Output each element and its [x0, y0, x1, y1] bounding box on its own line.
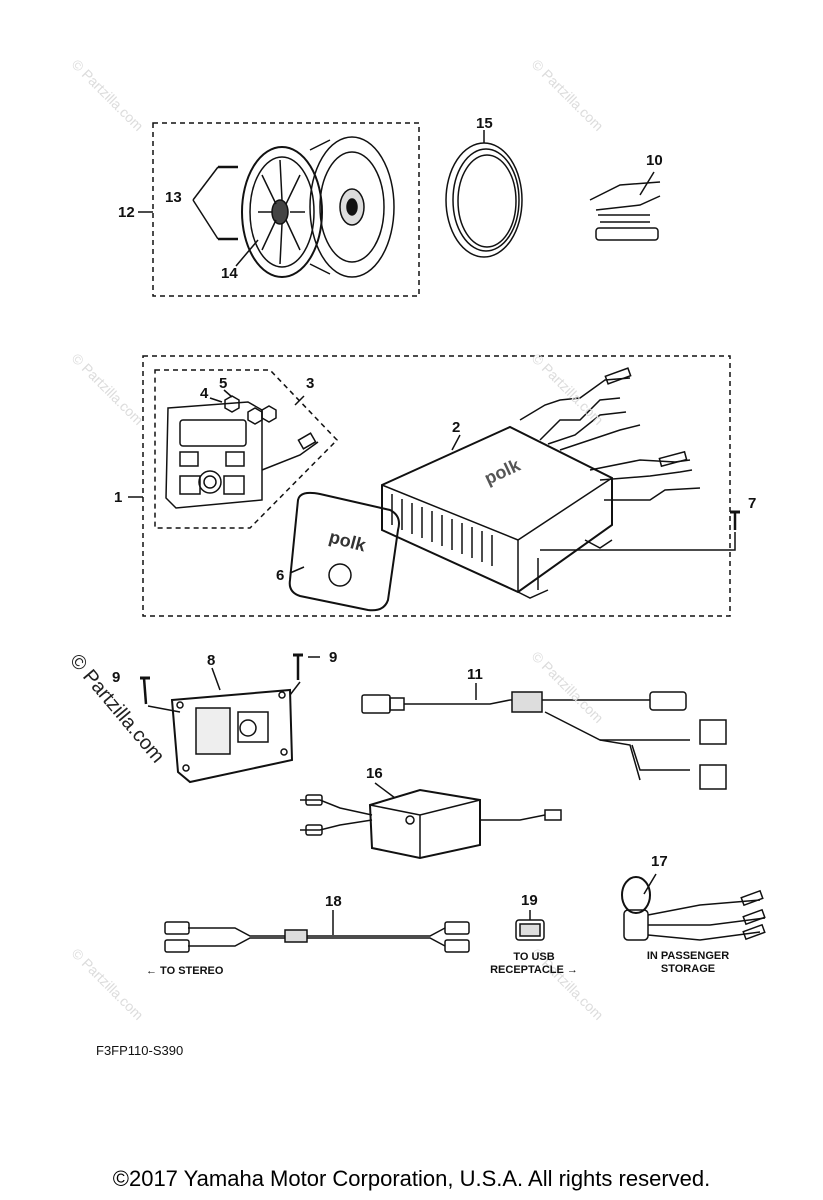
group-1-dashed-box	[142, 355, 731, 617]
rca-cable	[164, 910, 470, 953]
group-3-dashed-box	[154, 369, 339, 529]
callout-9-right: 9	[329, 649, 338, 666]
callout-9-left: 9	[112, 669, 121, 686]
passenger-line2: STORAGE	[660, 963, 716, 975]
amplifier	[381, 367, 701, 599]
speaker-grille	[241, 146, 323, 278]
callout-5: 5	[219, 375, 228, 392]
main-harness	[361, 683, 727, 790]
audio-system-group: polk polk	[128, 355, 740, 617]
remote-faceplate	[288, 491, 400, 612]
screw-7	[540, 510, 740, 551]
grille-screws	[192, 165, 238, 241]
amplifier-brand-text: polk	[481, 454, 524, 488]
callout-2: 2	[452, 419, 461, 436]
callout-6: 6	[276, 567, 285, 584]
speaker-group	[138, 122, 420, 297]
callout-3: 3	[306, 375, 315, 392]
head-unit	[165, 401, 319, 509]
passenger-storage-note: IN PASSENGER STORAGE	[628, 950, 748, 976]
faceplate-brand-text: polk	[327, 527, 369, 556]
callout-15: 15	[476, 115, 493, 132]
small-harness	[589, 171, 661, 241]
speaker-gasket	[445, 130, 523, 258]
callout-4: 4	[200, 385, 209, 402]
callout-17: 17	[651, 853, 668, 870]
callout-8: 8	[207, 652, 216, 669]
callout-1: 1	[114, 489, 123, 506]
usb-adapter	[515, 910, 545, 941]
callout-7: 7	[748, 495, 757, 512]
to-usb-line1: TO USB	[513, 951, 555, 963]
diagram-code: F3FP110-S390	[96, 1043, 184, 1058]
to-usb-line2: RECEPTACLE →	[490, 964, 578, 976]
usb-receptacle	[621, 873, 766, 941]
group-12-dashed-box	[152, 122, 420, 297]
callout-12: 12	[118, 204, 135, 221]
callout-19: 19	[521, 892, 538, 909]
callout-10: 10	[646, 152, 663, 169]
callout-11: 11	[467, 666, 483, 683]
callout-18: 18	[325, 893, 342, 910]
control-module	[300, 782, 562, 860]
speaker-driver	[309, 136, 395, 278]
callout-14: 14	[221, 265, 238, 282]
to-stereo-note: ← TO STEREO	[146, 965, 224, 977]
callout-13: 13	[165, 189, 182, 206]
passenger-line1: IN PASSENGER	[646, 950, 730, 962]
mounting-nuts	[209, 389, 277, 425]
callout-16: 16	[366, 765, 383, 782]
mounting-bracket	[140, 653, 320, 784]
copyright-notice: ©2017 Yamaha Motor Corporation, U.S.A. A…	[112, 1166, 711, 1191]
to-usb-note: TO USB RECEPTACLE →	[484, 951, 584, 977]
